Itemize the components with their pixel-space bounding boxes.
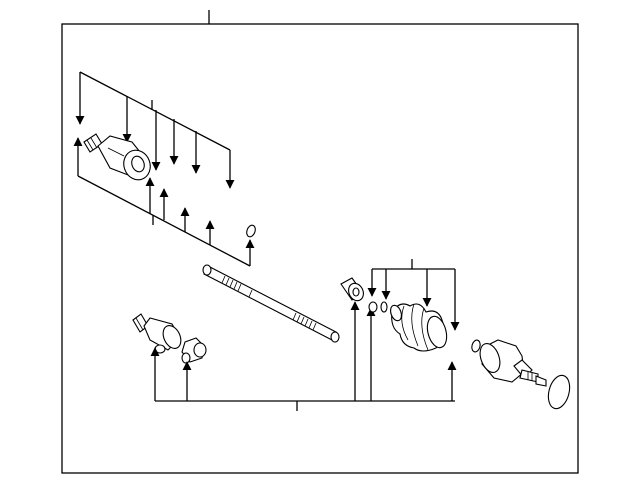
outer-cv-joint <box>479 339 571 410</box>
lower-callout-group <box>73 137 255 267</box>
diagram-frame <box>61 23 579 474</box>
tripod-spider <box>181 337 207 364</box>
axle-shaft <box>202 264 340 343</box>
boot-rings <box>368 301 388 313</box>
inner-cv-joint <box>83 133 151 181</box>
inner-joint-housing <box>132 313 182 354</box>
cv-boot <box>390 303 448 352</box>
snap-ring-small <box>246 224 256 238</box>
snap-ring-outer <box>471 339 481 353</box>
lower-left-callout <box>150 301 457 411</box>
boot-clamp <box>340 277 364 302</box>
upper-callout-group <box>75 71 235 189</box>
right-callout-group <box>367 259 460 331</box>
